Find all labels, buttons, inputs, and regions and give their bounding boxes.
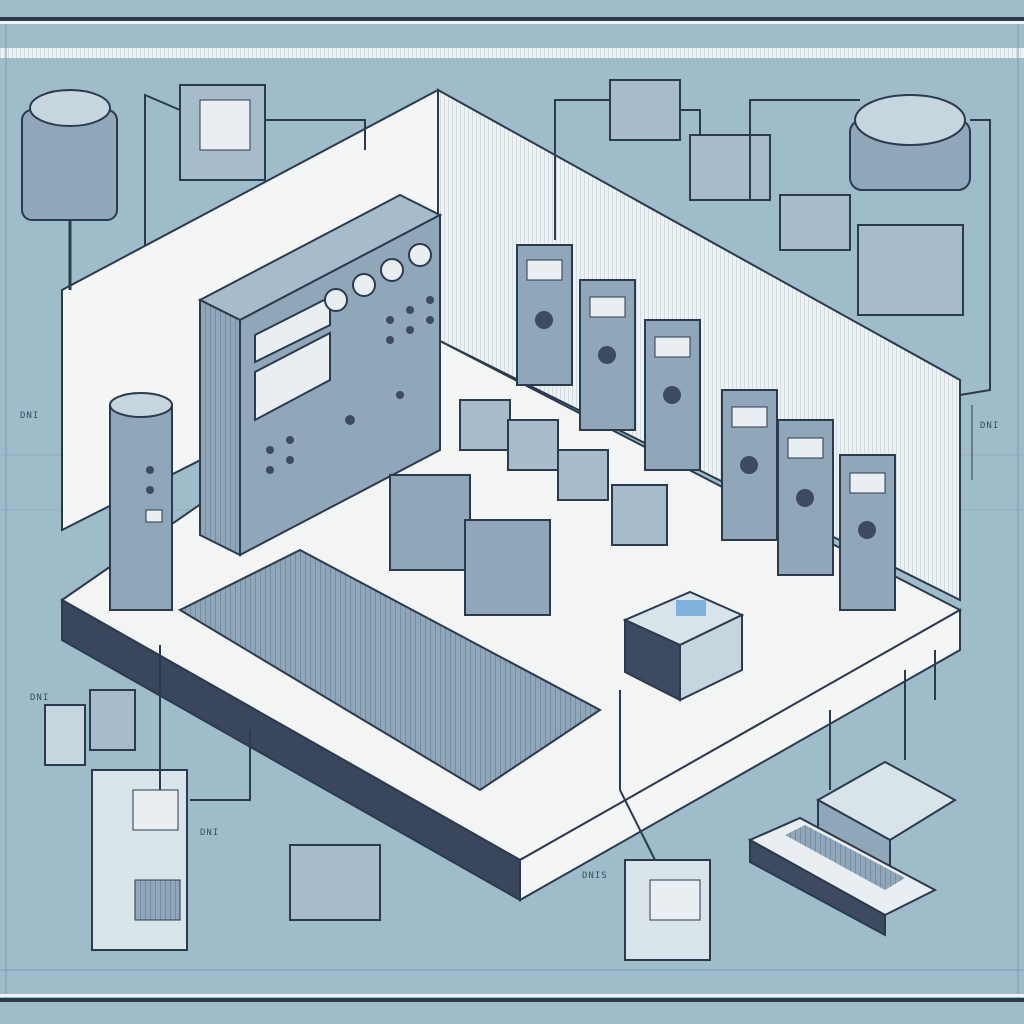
workstation [747,760,957,937]
main-control-panel [197,193,443,557]
annotation-label: DNI [980,421,999,431]
annotation-label: DNI [200,828,219,838]
relay-modules [459,399,668,546]
sensor-top-left [21,89,118,290]
sensor-top-right [849,94,971,191]
annotation-label: DNI [30,693,49,703]
junction-boxes [179,79,964,316]
junction-screen [199,99,251,151]
connector-block [289,844,381,921]
annotation-label: DNIS [582,871,608,881]
cables [144,93,991,861]
cylindrical-cabinet [109,392,173,611]
terminal-rack [177,548,602,792]
power-socket [44,689,136,766]
display-box [622,590,745,702]
tower-computer [91,769,188,951]
annotation-label: DNI [20,411,39,421]
small-monitor [624,859,711,961]
meter-units [516,244,896,611]
transformer-units [389,474,551,616]
